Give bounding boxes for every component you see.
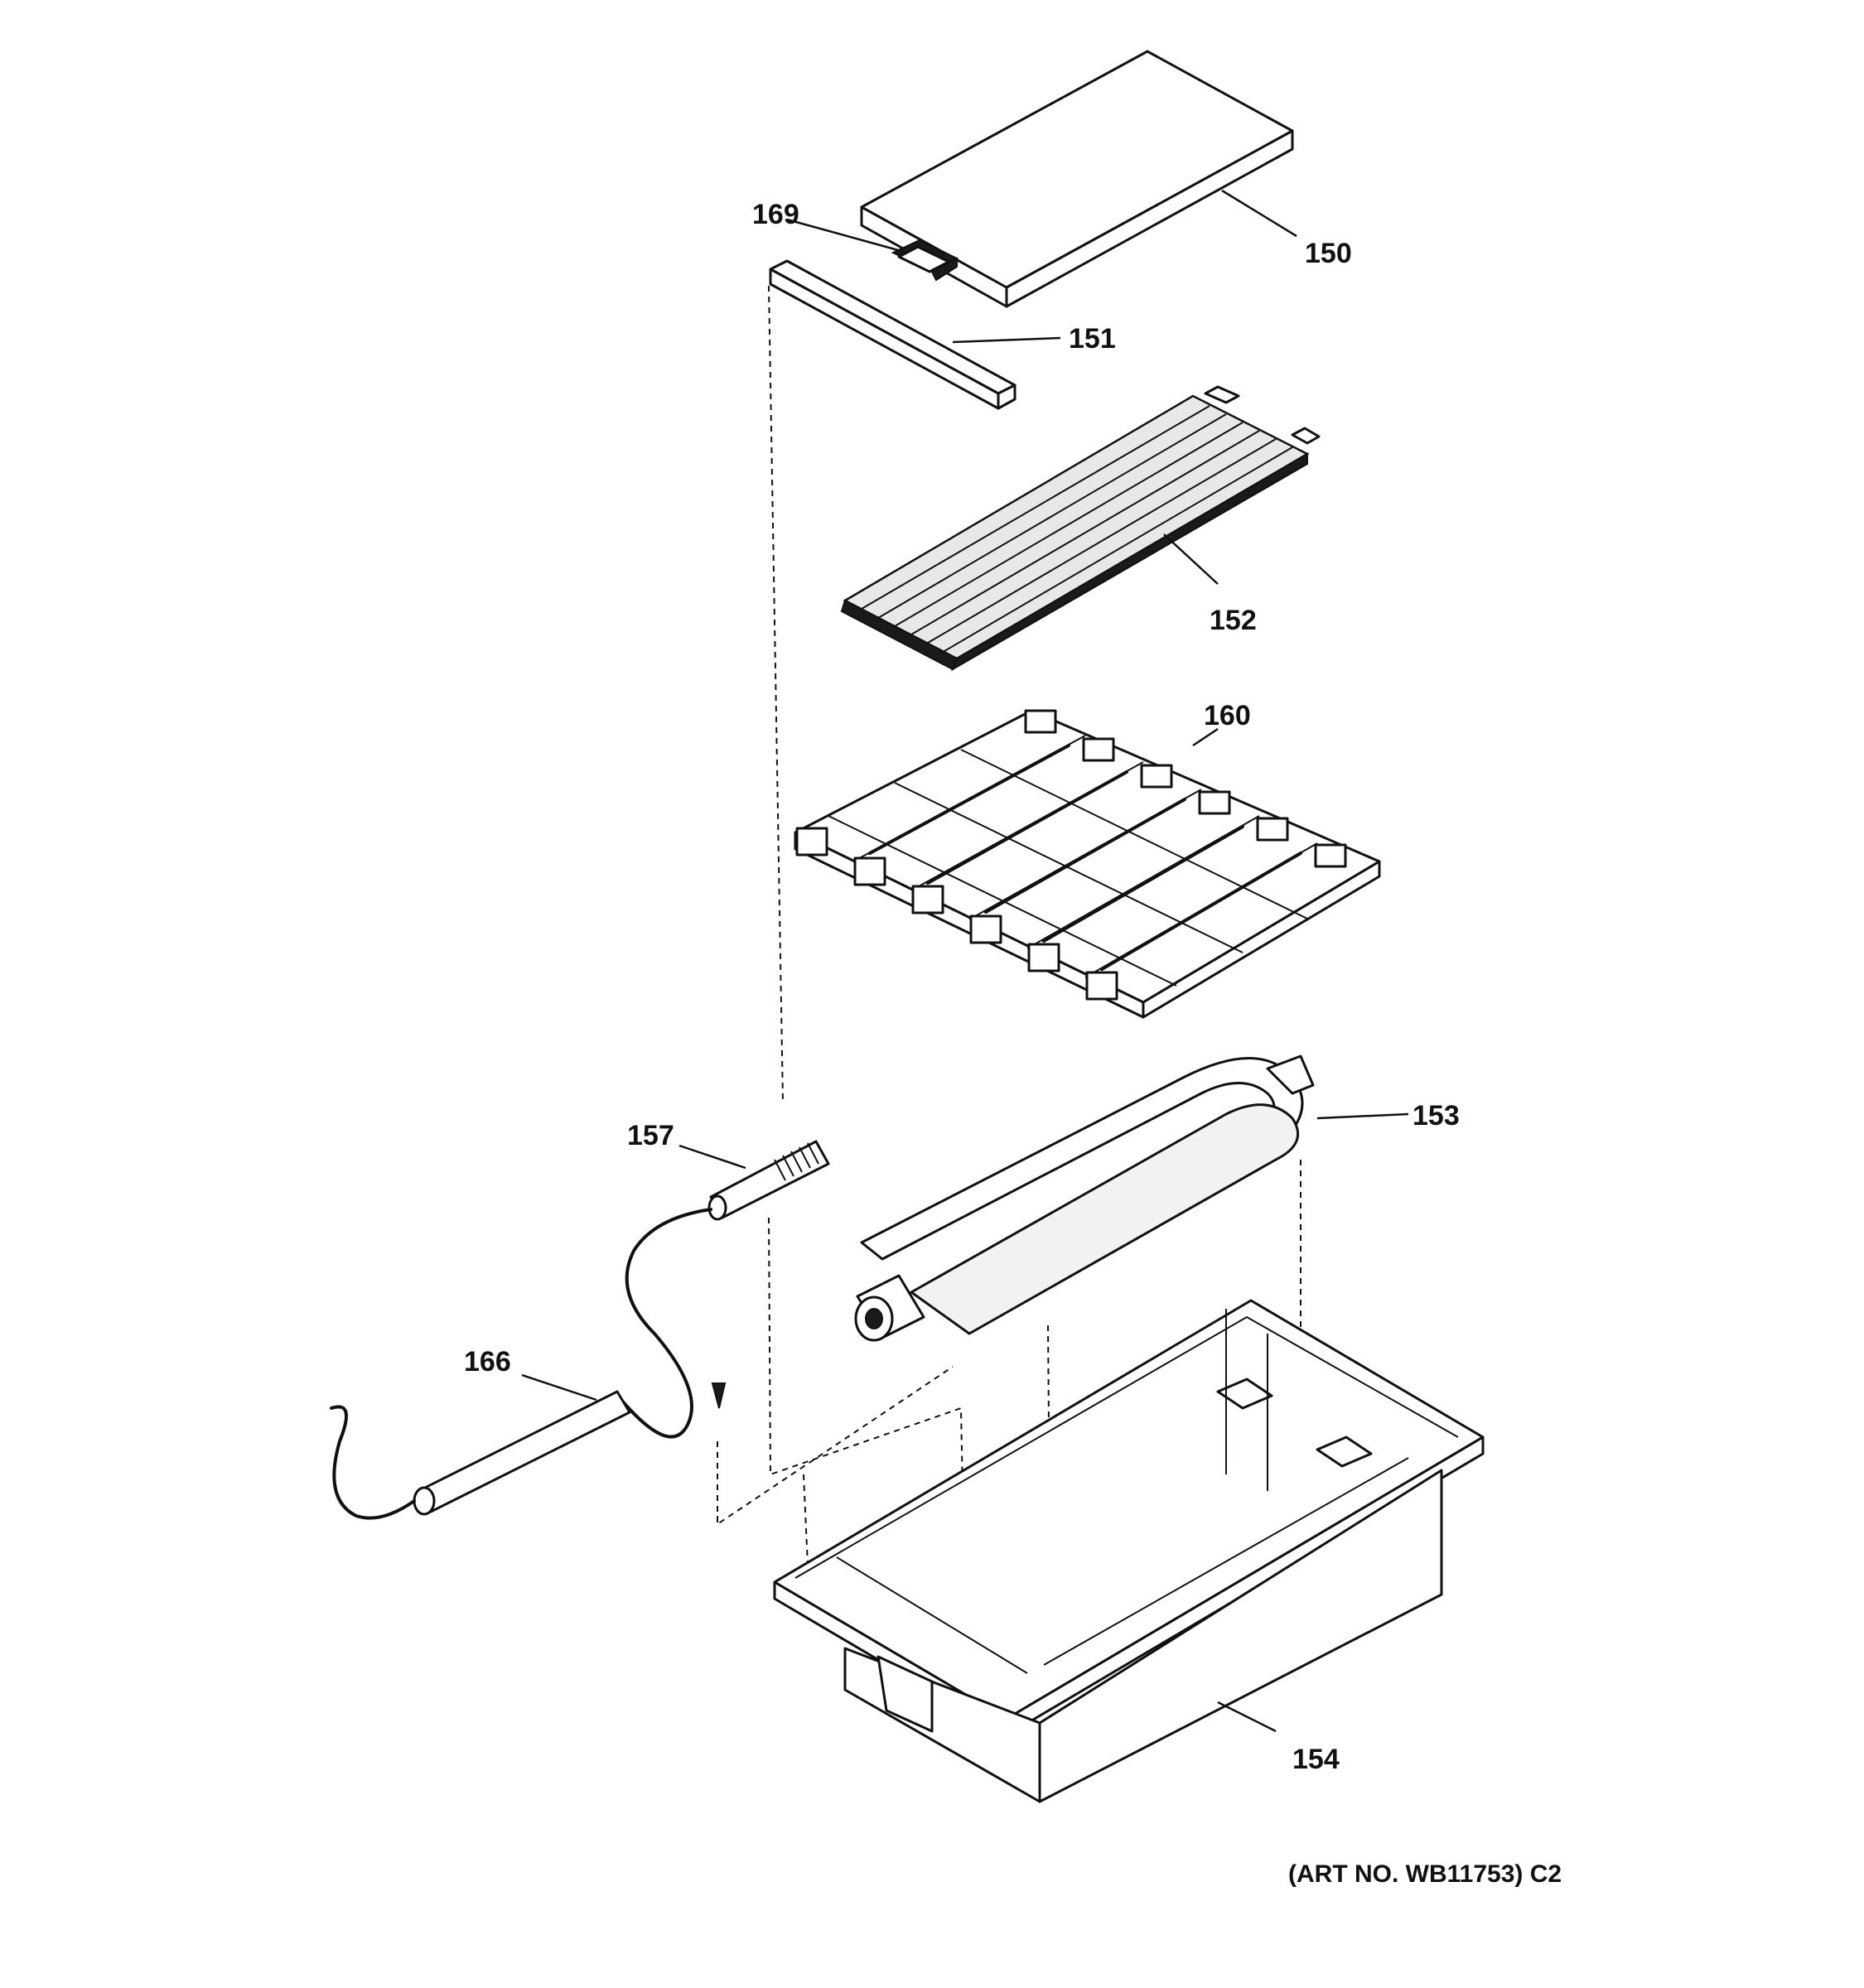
burner-valve-end bbox=[854, 1274, 925, 1342]
part-160-radiant-tray bbox=[794, 709, 1381, 1019]
leader-157 bbox=[678, 1144, 746, 1170]
leader-lines bbox=[521, 189, 1409, 1733]
leader-153 bbox=[1316, 1112, 1409, 1120]
callout-154: 154 bbox=[1292, 1744, 1340, 1775]
part-152-grate bbox=[840, 385, 1321, 672]
part-150-cover bbox=[860, 50, 1294, 308]
callout-169: 169 bbox=[752, 199, 799, 230]
grate-bars bbox=[861, 405, 1293, 652]
leader-160 bbox=[1192, 727, 1219, 747]
callout-labels: 169 150 151 152 160 153 157 166 154 bbox=[464, 199, 1460, 1775]
tray-dark-rods bbox=[868, 744, 1302, 971]
art-number: (ART NO. WB11753) C2 bbox=[1288, 1860, 1562, 1888]
leader-151 bbox=[952, 336, 1061, 344]
part-153-burner bbox=[854, 1054, 1315, 1342]
callout-166: 166 bbox=[464, 1346, 511, 1378]
leader-150 bbox=[1221, 189, 1297, 238]
part-151-rail bbox=[769, 259, 1017, 410]
leader-169 bbox=[786, 218, 908, 254]
callout-151: 151 bbox=[1069, 323, 1116, 355]
callout-152: 152 bbox=[1210, 605, 1257, 636]
callout-160: 160 bbox=[1204, 700, 1251, 731]
callout-150: 150 bbox=[1305, 238, 1352, 269]
part-169-handle bbox=[891, 239, 959, 282]
part-157-igniter bbox=[707, 1140, 830, 1221]
leader-152 bbox=[1163, 533, 1219, 585]
part-154-burner-box bbox=[773, 1299, 1485, 1803]
part-166-lead-wire bbox=[330, 1208, 712, 1520]
leader-154 bbox=[1217, 1701, 1277, 1733]
tray-tabs bbox=[795, 709, 1347, 1001]
callout-157: 157 bbox=[627, 1120, 674, 1151]
screw-left bbox=[711, 1382, 727, 1409]
callout-153: 153 bbox=[1412, 1100, 1460, 1132]
leader-166 bbox=[521, 1373, 597, 1402]
igniter-coil bbox=[774, 1142, 819, 1181]
